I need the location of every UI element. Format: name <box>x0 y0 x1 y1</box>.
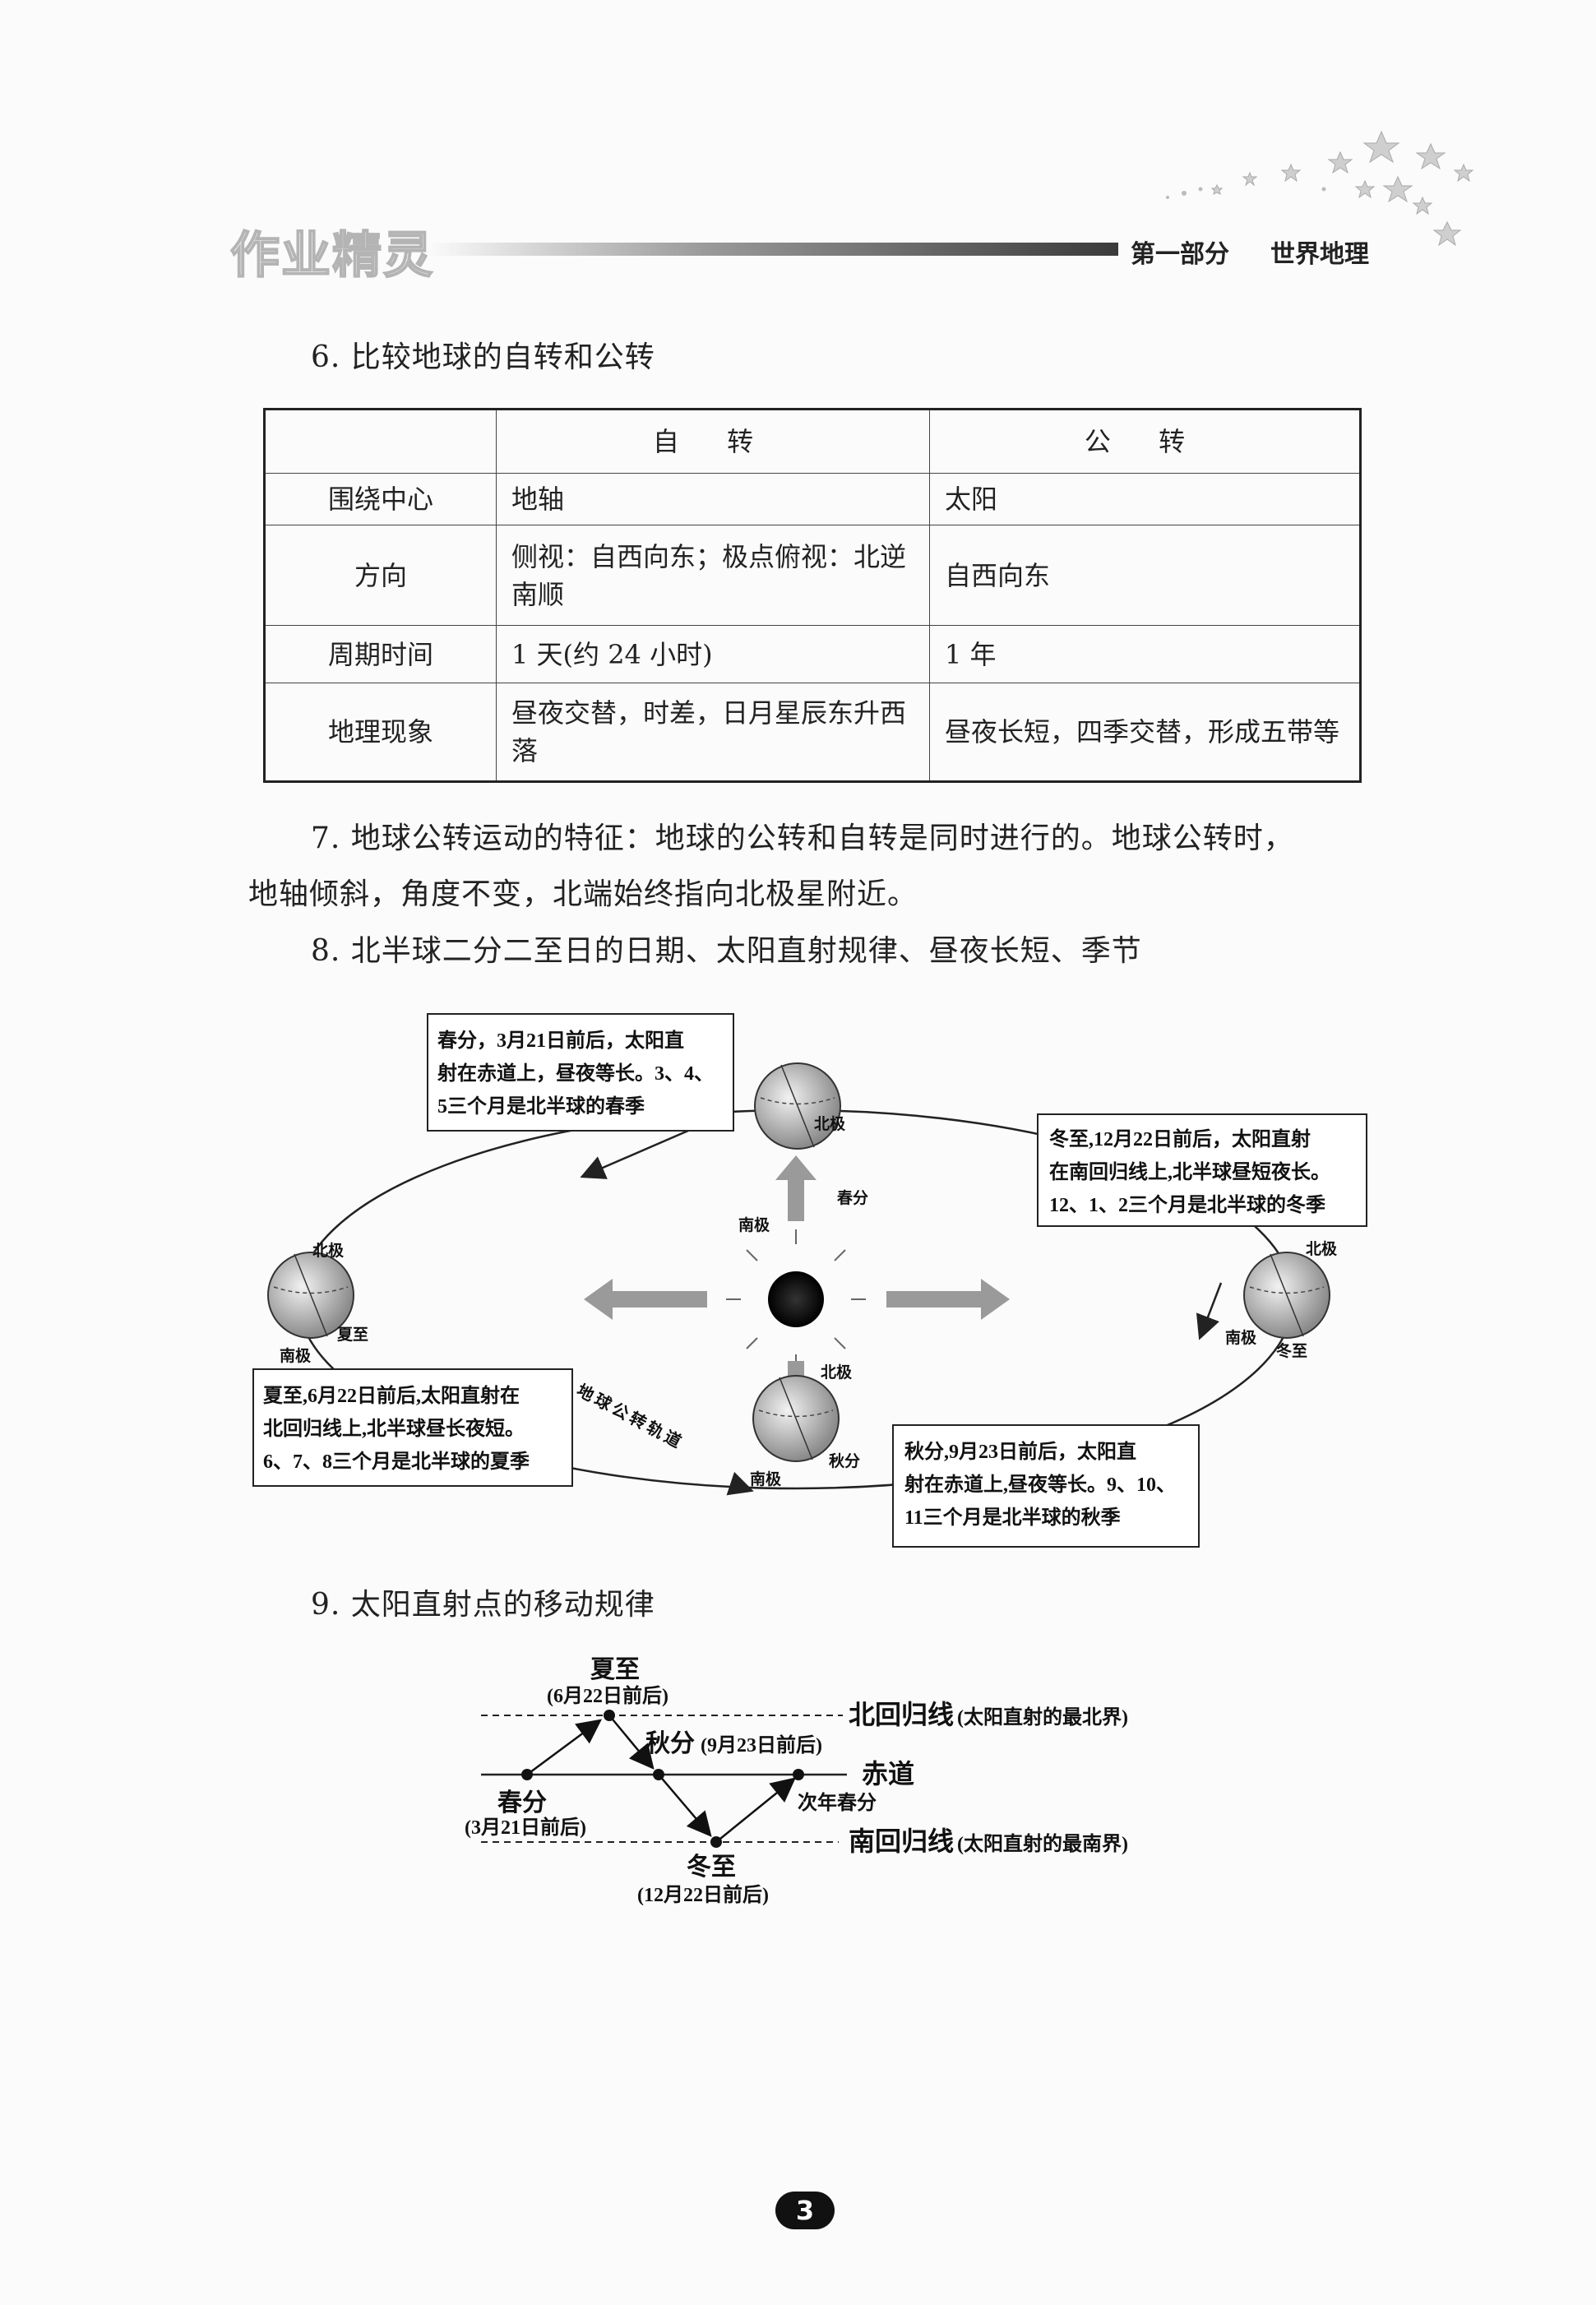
summer-box-line: 北回归线上,北半球昼长夜短。 <box>263 1417 525 1440</box>
orbit-arrow <box>1196 1282 1223 1340</box>
table-header-revolution: 公 转 <box>929 409 1361 474</box>
section7-line2: 地轴倾斜，角度不变，北端始终指向北极星附近。 <box>248 877 918 911</box>
label-north-pole: 北极 <box>821 1363 853 1382</box>
label-north-pole: 北极 <box>814 1114 846 1133</box>
section8-heading: 8. 北半球二分二至日的日期、太阳直射规律、昼夜长短、季节 <box>311 934 1142 968</box>
point-next-spring <box>793 1769 804 1780</box>
path-arrow <box>526 1719 603 1776</box>
label-north-pole: 北极 <box>1306 1239 1338 1258</box>
label-tropic-north-note: (太阳直射的最北界) <box>957 1706 1128 1729</box>
label-equator: 赤道 <box>862 1759 914 1789</box>
summer-box-line: 夏至,6月22日前后,太阳直射在 <box>263 1384 520 1407</box>
label-south-pole: 南极 <box>1225 1328 1257 1347</box>
label-tropic-south: 南回归线 <box>849 1826 954 1856</box>
label-spring: 春分 <box>837 1188 868 1207</box>
label-winter: 冬至 <box>687 1854 736 1881</box>
autumn-box-line: 射在赤道上,昼夜等长。9、10、 <box>904 1473 1176 1496</box>
label-spring: 春分 <box>497 1789 547 1817</box>
header-bar <box>428 243 1118 256</box>
orbit-diagram: 北极 南极 春分 北极 南极 夏至 北极 南极 冬至 北极 南极 秋分 地球公转… <box>252 1013 1367 1548</box>
section7-line1: 7. 地球公转运动的特征：地球的公转和自转是同时进行的。地球公转时， <box>311 822 1294 855</box>
label-autumn: 秋分 <box>645 1730 695 1757</box>
point-summer <box>604 1710 615 1721</box>
table-row: 方向 侧视：自西向东；极点俯视：北逆南顺 自西向东 <box>264 525 1361 626</box>
revolution-cell: 自西向东 <box>929 525 1361 626</box>
sun-movement-diagram: 夏至 (6月22日前后) 秋分 (9月23日前后) 春分 (3月21日前后) 冬… <box>465 1656 1128 1906</box>
label-winter-date: (12月22日前后) <box>637 1883 769 1906</box>
row-label: 周期时间 <box>264 625 497 683</box>
sun-icon <box>726 1229 866 1369</box>
row-label: 方向 <box>264 525 497 626</box>
rotation-cell: 侧视：自西向东；极点俯视：北逆南顺 <box>496 525 930 626</box>
spring-box: 春分，3月21日前后，太阳直 射在赤道上，昼夜等长。3、4、 5三个月是北半球的… <box>427 1013 734 1132</box>
table-row: 围绕中心 地轴 太阳 <box>264 473 1361 525</box>
spring-box-line: 春分，3月21日前后，太阳直 <box>437 1029 684 1052</box>
label-tropic-north: 北回归线 <box>849 1700 954 1729</box>
point-spring <box>521 1769 533 1780</box>
spring-box-line: 射在赤道上，昼夜等长。3、4、 <box>437 1062 714 1085</box>
page-number: 3 <box>775 2192 835 2229</box>
spring-box-line: 5三个月是北半球的春季 <box>437 1095 645 1118</box>
summer-box: 夏至,6月22日前后,太阳直射在 北回归线上,北半球昼长夜短。 6、7、8三个月… <box>252 1368 573 1487</box>
label-summer: 夏至 <box>590 1656 640 1683</box>
label-summer-date: (6月22日前后) <box>547 1684 668 1707</box>
header-part: 第一部分 <box>1131 240 1229 269</box>
winter-box-line: 冬至,12月22日前后，太阳直射 <box>1049 1127 1311 1150</box>
header-logo: 作业精灵 <box>229 226 434 285</box>
table-header-row: 自 转 公 转 <box>264 409 1361 474</box>
comparison-table: 自 转 公 转 围绕中心 地轴 太阳 方向 侧视：自西向东；极点俯视：北逆南顺 … <box>263 408 1362 783</box>
rotation-cell: 1 天(约 24 小时) <box>496 625 930 683</box>
path-arrow <box>658 1774 712 1837</box>
table-row: 地理现象 昼夜交替，时差，日月星辰东升西落 昼夜长短，四季交替，形成五带等 <box>264 683 1361 782</box>
section9-heading: 9. 太阳直射点的移动规律 <box>311 1588 655 1622</box>
rotation-cell: 昼夜交替，时差，日月星辰东升西落 <box>496 683 930 782</box>
label-south-pole: 南极 <box>750 1470 782 1488</box>
table-header-empty <box>264 409 497 474</box>
label-tropic-south-note: (太阳直射的最南界) <box>957 1832 1128 1855</box>
globe-spring <box>754 1062 841 1150</box>
table-row: 周期时间 1 天(约 24 小时) 1 年 <box>264 625 1361 683</box>
globe-winter <box>1243 1252 1330 1339</box>
globe-summer <box>267 1252 354 1339</box>
revolution-cell: 1 年 <box>929 625 1361 683</box>
table-header-rotation: 自 转 <box>496 409 930 474</box>
label-summer: 夏至 <box>337 1326 368 1344</box>
path-arrow <box>715 1777 796 1843</box>
revolution-cell: 太阳 <box>929 473 1361 525</box>
winter-box-line: 在南回归线上,北半球昼短夜长。 <box>1049 1160 1330 1183</box>
autumn-box-line: 秋分,9月23日前后，太阳直 <box>904 1440 1136 1463</box>
label-south-pole: 南极 <box>280 1346 312 1365</box>
label-south-pole: 南极 <box>738 1215 770 1234</box>
orbit-arrow <box>726 1471 754 1496</box>
row-label: 地理现象 <box>264 683 497 782</box>
stars-decoration <box>1166 130 1474 247</box>
rotation-cell: 地轴 <box>496 473 930 525</box>
globe-autumn <box>752 1375 840 1462</box>
label-autumn-date: (9月23日前后) <box>701 1733 822 1757</box>
label-north-pole: 北极 <box>312 1241 345 1260</box>
label-winter: 冬至 <box>1276 1341 1307 1360</box>
point-winter <box>710 1836 722 1848</box>
header-subject: 世界地理 <box>1270 240 1369 269</box>
autumn-box: 秋分,9月23日前后，太阳直 射在赤道上,昼夜等长。9、10、 11三个月是北半… <box>892 1424 1200 1548</box>
winter-box-line: 12、1、2三个月是北半球的冬季 <box>1049 1193 1325 1216</box>
label-autumn: 秋分 <box>829 1451 860 1470</box>
winter-box: 冬至,12月22日前后，太阳直射 在南回归线上,北半球昼短夜长。 12、1、2三… <box>1037 1113 1367 1227</box>
revolution-cell: 昼夜长短，四季交替，形成五带等 <box>929 683 1361 782</box>
row-label: 围绕中心 <box>264 473 497 525</box>
orbit-label: 地球公转轨道 <box>574 1380 687 1453</box>
point-autumn <box>653 1769 664 1780</box>
autumn-box-line: 11三个月是北半球的秋季 <box>904 1506 1121 1529</box>
section6-heading: 6. 比较地球的自转和公转 <box>311 340 655 374</box>
path-arrow <box>608 1715 655 1770</box>
summer-box-line: 6、7、8三个月是北半球的夏季 <box>263 1450 530 1473</box>
label-spring-date: (3月21日前后) <box>465 1816 586 1839</box>
label-next-spring: 次年春分 <box>798 1791 877 1814</box>
